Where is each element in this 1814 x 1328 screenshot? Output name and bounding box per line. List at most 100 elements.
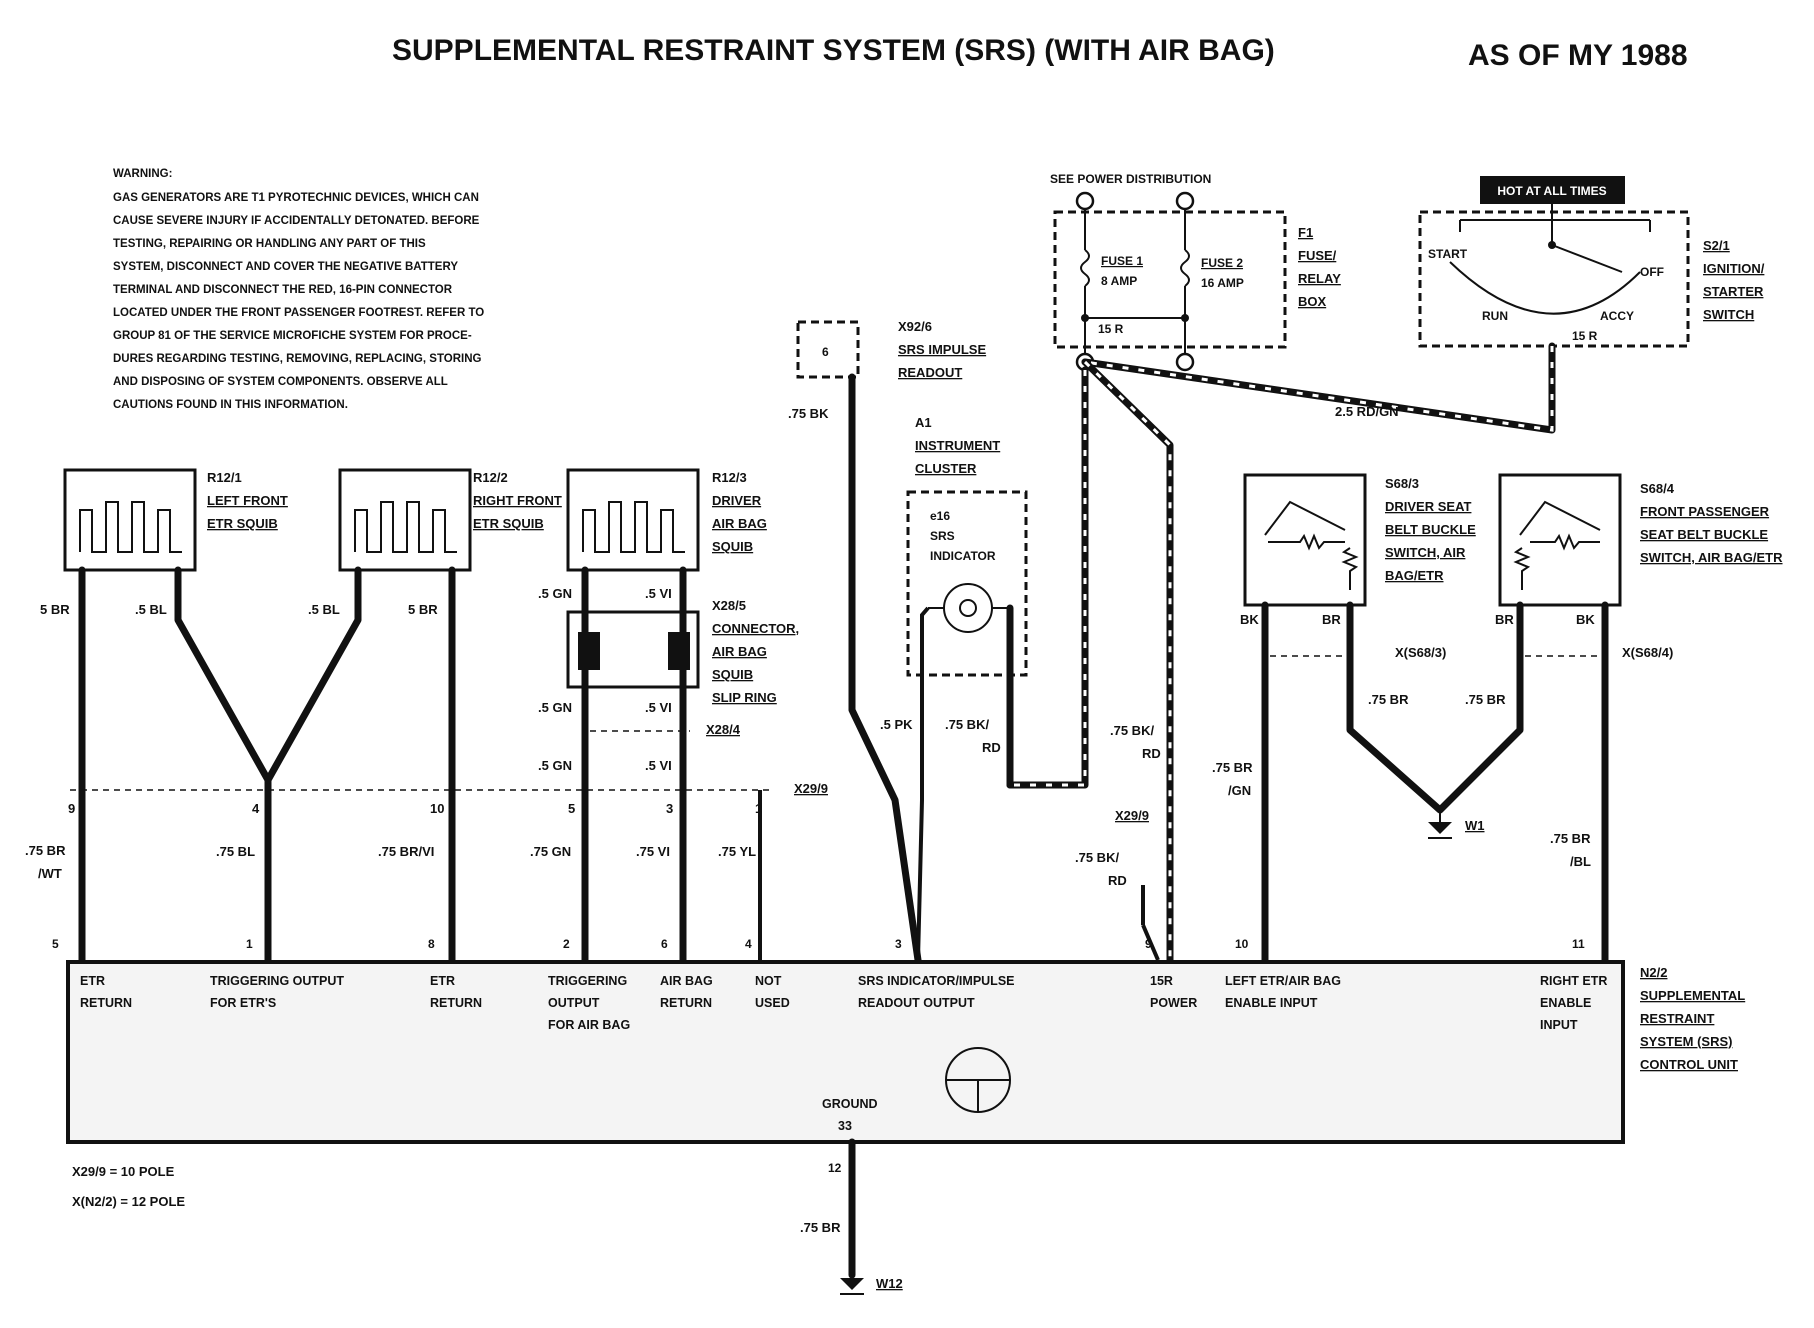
wire-label: .5 GN [538, 758, 572, 773]
r122-code: R12/2 [473, 470, 508, 485]
wire-label: 5 BR [40, 602, 70, 617]
wire-label: 5 BR [408, 602, 438, 617]
wire-label: RD [1142, 746, 1161, 761]
n22-pin: 2 [563, 937, 570, 951]
cu-right-enable-b: ENABLE [1540, 996, 1591, 1010]
n22-pin: 10 [1235, 937, 1249, 951]
r122-desc-2: ETR SQUIB [473, 516, 544, 531]
x285-desc-4: SLIP RING [712, 690, 777, 705]
wire-label: .75 YL [718, 844, 756, 859]
warning-line: DURES REGARDING TESTING, REMOVING, REPLA… [113, 353, 482, 365]
x299-pin: 9 [68, 801, 75, 816]
switch-15r-label: 15 R [1572, 329, 1598, 343]
warning-line: AND DISPOSING OF SYSTEM COMPONENTS. OBSE… [113, 376, 448, 388]
w12-ground-icon [840, 1278, 864, 1290]
cu-srs-indicator: SRS INDICATOR/IMPULSE [858, 974, 1015, 988]
wire-label: .75 BK/ [945, 717, 989, 732]
x299-pin: 4 [252, 801, 260, 816]
x926-readout [796, 320, 860, 379]
x926-desc-2: READOUT [898, 365, 962, 380]
wire-label: .5 GN [538, 700, 572, 715]
cu-trig-airbag: TRIGGERING [548, 974, 627, 988]
f1-desc-1: FUSE/ [1298, 248, 1337, 263]
s684-desc-2: SEAT BELT BUCKLE [1640, 527, 1768, 542]
s21-desc-1: IGNITION/ [1703, 261, 1765, 276]
r121-code: R12/1 [207, 470, 242, 485]
terminal-icon [1175, 352, 1195, 372]
indicator-label: INDICATOR [930, 549, 996, 563]
wire-label: /GN [1228, 783, 1251, 798]
wire-label: .75 BL [216, 844, 255, 859]
wire-label: .75 BK/ [1075, 850, 1119, 865]
cu-trig-airbag-b: OUTPUT [548, 996, 600, 1010]
x285-desc-2: AIR BAG [712, 644, 767, 659]
fuse-1-rating: 8 AMP [1101, 274, 1137, 288]
fuse-2-icon [1180, 249, 1190, 287]
r123-code: R12/3 [712, 470, 747, 485]
wire-label: BR [1322, 612, 1341, 627]
n22-pin: 11 [1572, 937, 1585, 951]
n22-pin: 8 [428, 937, 435, 951]
warning-line: CAUSE SEVERE INJURY IF ACCIDENTALLY DETO… [113, 215, 480, 227]
wire-label: .5 PK [880, 717, 913, 732]
squib-heater-icon [354, 501, 457, 553]
wire-label: /BL [1570, 854, 1591, 869]
warning-block: WARNING: GAS GENERATORS ARE T1 PYROTECHN… [113, 168, 484, 411]
s21-ignition-switch: HOT AT ALL TIMES START OFF RUN ACCY 15 R [1418, 176, 1690, 348]
wire-label: .75 GN [530, 844, 571, 859]
cu-power-15r-b: POWER [1150, 996, 1197, 1010]
switch-run: RUN [1482, 309, 1508, 323]
cu-srs-indicator-b: READOUT OUTPUT [858, 996, 975, 1010]
switch-start: START [1428, 247, 1468, 261]
hot-at-all-times-label: HOT AT ALL TIMES [1497, 184, 1606, 198]
n22-desc-2: RESTRAINT [1640, 1011, 1714, 1026]
w12-label: W12 [876, 1276, 903, 1291]
wire-25-rdgn-label: 2.5 RD/GN [1335, 404, 1399, 419]
x285-code: X28/5 [712, 598, 746, 613]
wire-label: .5 VI [645, 586, 672, 601]
wire-label: .5 BL [308, 602, 340, 617]
x-s684-label: X(S68/4) [1622, 645, 1673, 660]
s21-desc-2: STARTER [1703, 284, 1764, 299]
w1-label: W1 [1465, 818, 1485, 833]
x926-pin: 6 [822, 345, 829, 359]
r122-desc-1: RIGHT FRONT [473, 493, 562, 508]
fuse-1-label: FUSE 1 [1101, 254, 1143, 268]
x299-pin: 3 [666, 801, 673, 816]
cu-not-used-b: USED [755, 996, 790, 1010]
a1-instrument-cluster: e16 SRS INDICATOR [906, 490, 1028, 677]
wire-label: .75 BR [1368, 692, 1409, 707]
a1-desc-1: INSTRUMENT [915, 438, 1000, 453]
wire-label: .75 BR [1212, 760, 1253, 775]
terminal-icon [1075, 191, 1095, 211]
warning-line: LOCATED UNDER THE FRONT PASSENGER FOOTRE… [113, 307, 484, 319]
switch-contact-icon [1264, 500, 1346, 536]
see-power-distribution: SEE POWER DISTRIBUTION [1050, 172, 1211, 186]
s683-buckle-switch [1243, 473, 1367, 607]
s683-desc-1: DRIVER SEAT [1385, 499, 1471, 514]
wire-label: .5 VI [645, 758, 672, 773]
cu-etr-return-1b: RETURN [80, 996, 132, 1010]
wire-label: .75 BK [788, 406, 829, 421]
wire-label: .5 VI [645, 700, 672, 715]
wire-label: .5 BL [135, 602, 167, 617]
x285-desc-1: CONNECTOR, [712, 621, 799, 636]
r123-squib [566, 468, 700, 572]
n22-desc-4: CONTROL UNIT [1640, 1057, 1738, 1072]
cu-trig-airbag-c: FOR AIR BAG [548, 1018, 630, 1032]
indicator-code: e16 [930, 509, 950, 523]
n22-code: N2/2 [1640, 965, 1667, 980]
wire-label: .75 BR/VI [378, 844, 434, 859]
warning-heading: WARNING: [113, 168, 172, 180]
w1-ground-icon [1428, 822, 1452, 834]
cu-left-enable: LEFT ETR/AIR BAG [1225, 974, 1341, 988]
warning-line: TERMINAL AND DISCONNECT THE RED, 16-PIN … [113, 284, 453, 296]
cu-not-used: NOT [755, 974, 782, 988]
cu-etr-return-2b: RETURN [430, 996, 482, 1010]
f1-fuse-relay-box: FUSE 1 8 AMP FUSE 2 16 AMP 15 R [1053, 191, 1287, 372]
s683-desc-3: SWITCH, AIR [1385, 545, 1466, 560]
x299-mid-label: X29/9 [1115, 808, 1149, 823]
x-s683-label: X(S68/3) [1395, 645, 1446, 660]
s21-desc-3: SWITCH [1703, 307, 1754, 322]
